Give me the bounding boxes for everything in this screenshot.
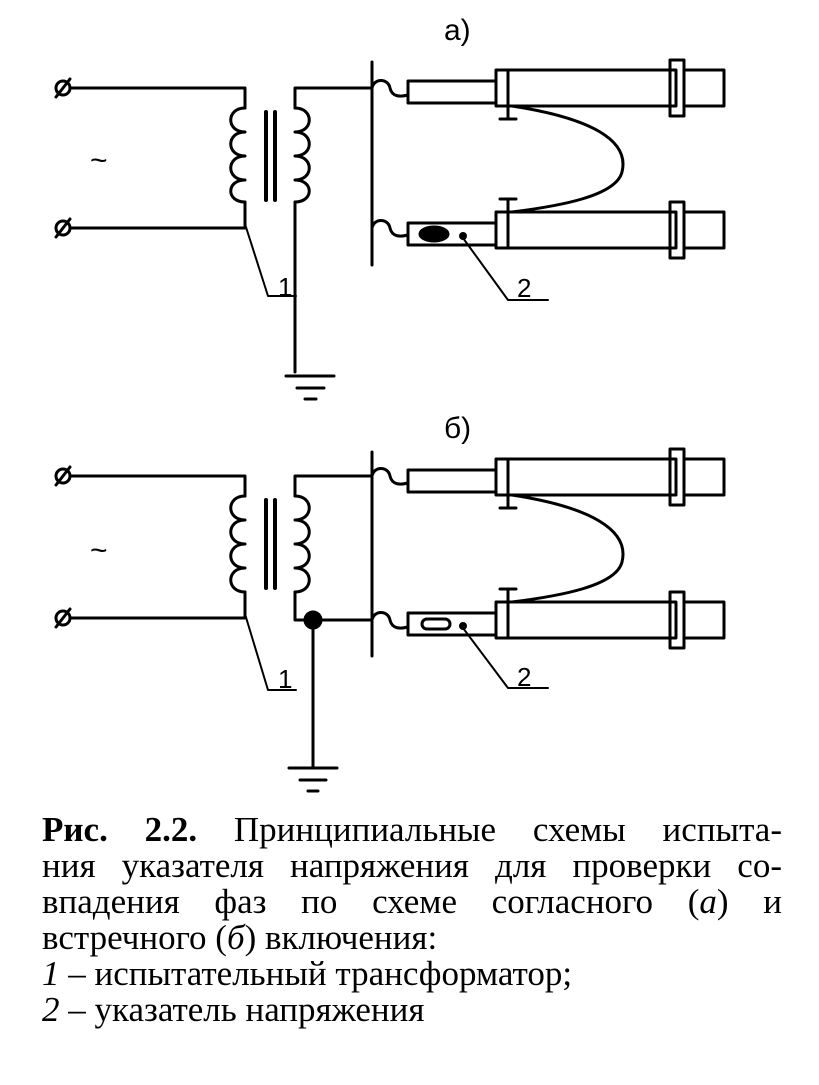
connecting-cord-a: [510, 104, 625, 214]
secondary-coil-b: [293, 494, 311, 594]
terminal-top-b: [54, 465, 72, 487]
secondary-wire-bottom-b: [293, 590, 374, 622]
secondary-wire-top-b: [293, 474, 374, 498]
ac-symbol-b: ~: [90, 534, 108, 567]
callout-1-a: 1: [278, 272, 292, 302]
tester-rod-top-a: [406, 58, 726, 121]
diagram-b: [54, 447, 726, 793]
ground-symbol-b: [287, 766, 339, 793]
tester-rod-top-b: [406, 447, 726, 510]
primary-wire-top-a: [68, 86, 247, 110]
tester-rod-bottom-a: [406, 197, 726, 260]
secondary-wire-top-a: [293, 86, 374, 110]
terminal-top-a: [54, 77, 72, 99]
caption-line-5: 1 – испытательный трансформатор;: [42, 956, 782, 992]
primary-coil-a: [229, 106, 247, 204]
connecting-cord-b: [510, 493, 625, 604]
ground-symbol-a: [284, 374, 336, 401]
figure-label: Рис. 2.2.: [42, 810, 198, 849]
caption-line-4-text: встречного (: [42, 918, 227, 957]
caption-line-3-italic: а: [699, 882, 717, 921]
caption-line-6: 2 – указатель напряжения: [42, 992, 782, 1028]
figure-caption: Рис. 2.2. Принципиальные схемы испыта- н…: [42, 812, 782, 1028]
callout-1-leader-a: [244, 223, 297, 297]
contact-top-b: [370, 467, 410, 486]
tester-rod-bottom-b: [406, 587, 726, 650]
callout-2-a: 2: [517, 273, 531, 303]
terminal-bottom-b: [54, 607, 72, 629]
caption-line-4-italic: б: [226, 918, 245, 957]
caption-line-2: ния указателя напряжения для проверки со…: [42, 846, 782, 885]
caption-line-1-text: Принципиальные схемы испыта-: [197, 810, 782, 849]
callout-1-leader-b: [244, 613, 297, 691]
primary-wire-bottom-b: [68, 590, 247, 620]
legend-number-1: 1: [42, 954, 60, 993]
caption-line-1: Рис. 2.2. Принципиальные схемы испыта-: [42, 812, 782, 848]
junction-node-b: [303, 610, 323, 630]
caption-line-3: впадения фаз по схеме согласного (а) и: [42, 884, 782, 920]
callout-1-b: 1: [278, 664, 292, 694]
caption-line-3-end: ) и: [716, 882, 782, 921]
diagram-b-label: б): [444, 412, 471, 445]
indicator-lamp-a: [418, 225, 450, 243]
contact-top-a: [370, 79, 410, 98]
diagram-a-label: а): [444, 14, 471, 47]
caption-line-3-text: впадения фаз по схеме согласного (: [42, 882, 700, 921]
caption-line-4: встречного (б) включения:: [42, 920, 782, 956]
legend-text-1: – испытательный трансформатор;: [59, 954, 573, 993]
legend-number-2: 2: [42, 990, 60, 1029]
contact-bottom-a: [370, 219, 410, 238]
terminal-bottom-a: [54, 217, 72, 239]
caption-line-4-end: ) включения:: [244, 918, 438, 957]
primary-coil-b: [229, 494, 247, 594]
indicator-lamp-b: [420, 617, 452, 631]
secondary-coil-a: [293, 106, 311, 204]
callout-2-leader-a: [462, 237, 549, 301]
legend-text-2: – указатель напряжения: [59, 990, 425, 1029]
contact-bottom-b: [370, 611, 410, 630]
phase-check-diagrams: а) ~ 1 2 б) ~ 1 2: [54, 14, 726, 793]
ac-symbol-a: ~: [90, 144, 108, 177]
callout-2-leader-b: [462, 627, 549, 689]
callout-2-b: 2: [517, 662, 531, 692]
diagram-a: [54, 58, 726, 401]
primary-wire-top-b: [68, 474, 247, 498]
primary-wire-bottom-a: [68, 200, 247, 230]
